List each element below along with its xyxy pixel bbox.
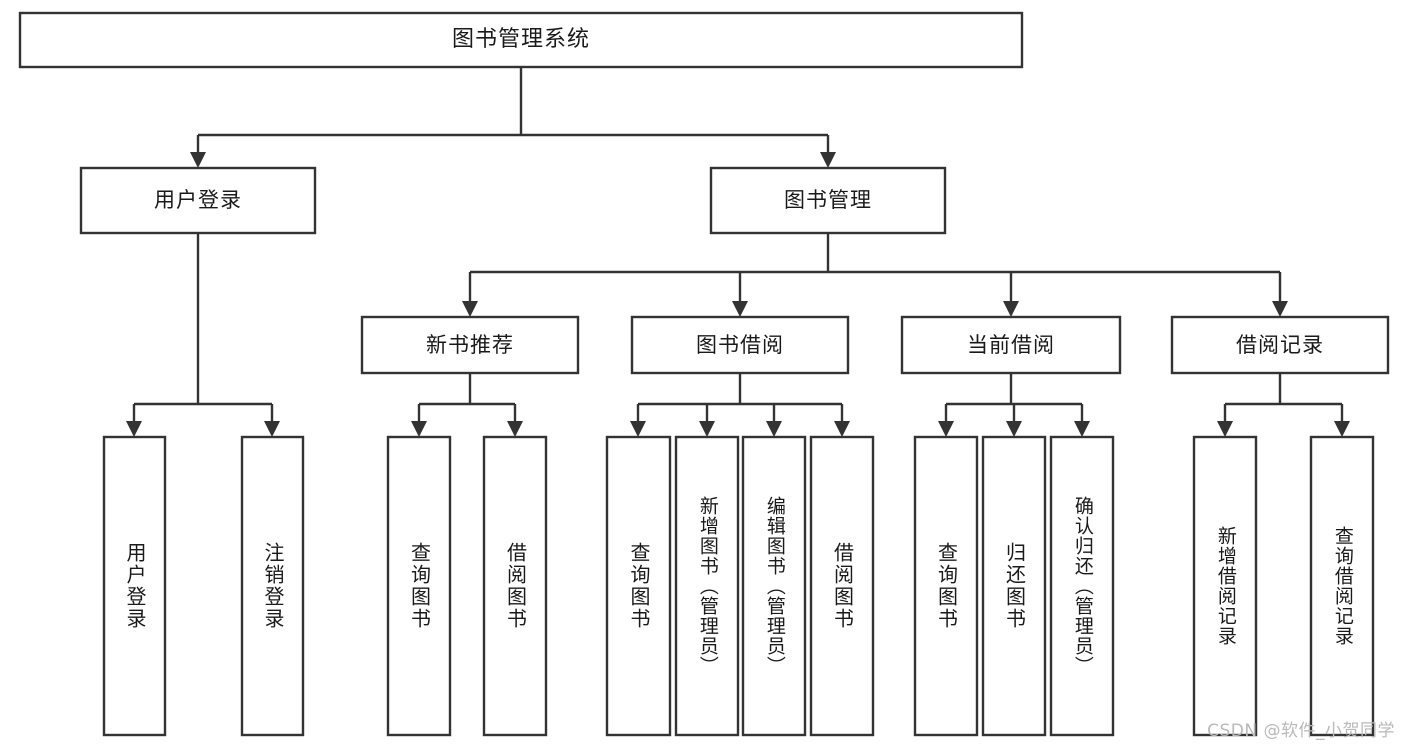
leaf-box-12 bbox=[1309, 435, 1375, 737]
node-box-root bbox=[18, 11, 1024, 69]
leaf-box-7 bbox=[809, 435, 875, 737]
node-box-book-mgmt bbox=[709, 166, 947, 235]
edges-newbook-to-leaves bbox=[411, 373, 523, 437]
leaf-box-1 bbox=[240, 435, 305, 737]
edges-borrow-to-leaves bbox=[630, 373, 850, 437]
node-box-user-login bbox=[79, 166, 317, 235]
edges-record-to-leaves bbox=[1217, 373, 1350, 437]
leaf-box-5 bbox=[674, 435, 740, 737]
leaf-box-6 bbox=[741, 435, 807, 737]
csdn-watermark: CSDN @软件_小贺同学 bbox=[1207, 721, 1395, 741]
edges-bookmgmt-to-level3 bbox=[462, 233, 1288, 317]
node-box-new-book-rec bbox=[360, 315, 580, 375]
node-box-borrow-record bbox=[1170, 315, 1390, 375]
leaf-box-4 bbox=[605, 435, 672, 737]
leaf-box-9 bbox=[981, 435, 1047, 737]
node-box-book-borrow bbox=[630, 315, 850, 375]
leaf-box-8 bbox=[913, 435, 979, 737]
node-box-current-borrow bbox=[900, 315, 1122, 375]
leaf-box-11 bbox=[1192, 435, 1258, 737]
leaf-box-3 bbox=[482, 435, 548, 737]
edges-root-to-level2 bbox=[190, 67, 836, 168]
leaf-box-0 bbox=[102, 435, 167, 737]
edges-userlogin-to-leaves bbox=[126, 233, 280, 437]
leaf-box-2 bbox=[386, 435, 452, 737]
leaf-box-10 bbox=[1049, 435, 1115, 737]
edges-current-to-leaves bbox=[938, 373, 1090, 437]
